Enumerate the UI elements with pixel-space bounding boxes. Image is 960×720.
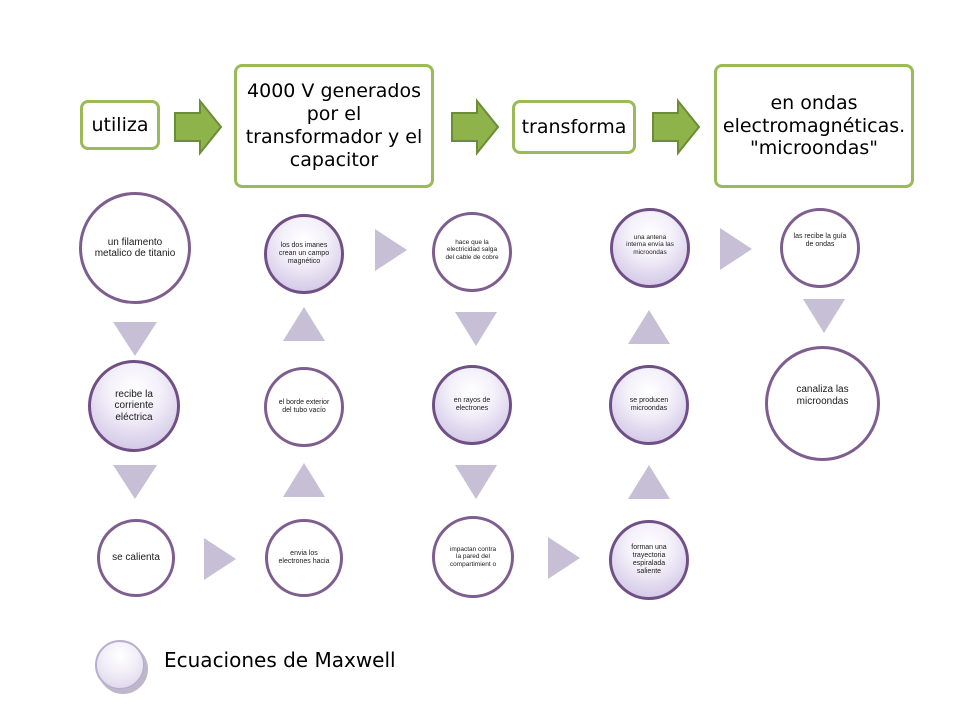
triangle-down-icon	[455, 465, 497, 499]
flow-box-utiliza: utiliza	[80, 100, 160, 150]
triangle-down-icon	[455, 312, 497, 346]
triangle-down-icon	[113, 465, 157, 499]
circle-recibe-corriente: recibe la corriente eléctrica	[88, 360, 180, 452]
triangle-right-icon	[720, 228, 752, 270]
circle-se-calienta-text: se calienta	[112, 552, 160, 564]
circle-filamento-text: un filamento metalico de titanio	[94, 236, 176, 260]
flow-arrow-3-icon	[652, 98, 701, 156]
flow-arrow-2-icon	[451, 98, 500, 156]
flow-box-microondas: en ondas electromagnéticas. "microondas"	[714, 64, 914, 188]
triangle-up-icon	[283, 463, 325, 497]
circle-canaliza-microondas-text: canaliza las microondas	[796, 384, 849, 407]
flow-box-microondas-text: en ondas electromagnéticas. "microondas"	[722, 91, 906, 160]
circle-antena-interna: una antena interna envía las microondas	[610, 208, 690, 288]
circle-recibe-corriente-text: recibe la corriente eléctrica	[114, 388, 154, 423]
circle-trayectoria-espiral: forman una trayectoria espiralada salien…	[609, 520, 689, 600]
triangle-right-icon	[548, 537, 580, 579]
circle-filamento: un filamento metalico de titanio	[79, 192, 191, 304]
legend-label: Ecuaciones de Maxwell	[164, 648, 396, 672]
flow-box-utiliza-text: utiliza	[91, 114, 149, 136]
circle-borde-tubo-text: el borde exterior del tubo vacío	[278, 398, 330, 414]
flow-box-voltage: 4000 V generados por el transformador y …	[234, 64, 434, 188]
flow-box-transforma-text: transforma	[521, 116, 627, 138]
flow-arrow-1-icon	[174, 98, 223, 156]
circle-trayectoria-espiral-text: forman una trayectoria espiralada salien…	[631, 543, 667, 576]
triangle-right-icon	[375, 229, 407, 271]
circle-impactan-pared-text: impactan contra la pared del compartimie…	[449, 545, 497, 568]
triangle-down-icon	[113, 322, 157, 356]
triangle-up-icon	[283, 307, 325, 341]
circle-rayos-electrones-text: en rayos de electrones	[453, 396, 491, 412]
circle-electricidad-cobre-text: hace que la electricidad salga del cable…	[445, 238, 499, 261]
circle-guia-ondas-text: las recibe la guía de ondas	[793, 232, 847, 248]
flow-box-voltage-text: 4000 V generados por el transformador y …	[245, 80, 423, 171]
circle-rayos-electrones: en rayos de electrones	[432, 365, 512, 445]
circle-producen-microondas: se producen microondas	[609, 365, 689, 445]
triangle-down-icon	[803, 299, 845, 333]
circle-producen-microondas-text: se producen microondas	[629, 396, 669, 412]
circle-canaliza-microondas: canaliza las microondas	[765, 346, 880, 461]
circle-borde-tubo: el borde exterior del tubo vacío	[264, 367, 344, 447]
circle-imanes-text: los dos imanes crean un campo magnético	[278, 241, 330, 266]
circle-envia-electrones: envia los electrones hacia	[265, 519, 343, 597]
circle-se-calienta: se calienta	[97, 519, 175, 597]
circle-envia-electrones-text: envia los electrones hacia	[278, 549, 330, 565]
circle-electricidad-cobre: hace que la electricidad salga del cable…	[432, 212, 512, 292]
legend-circle-icon	[95, 640, 145, 690]
triangle-up-icon	[628, 310, 670, 344]
circle-guia-ondas: las recibe la guía de ondas	[780, 208, 860, 288]
circle-imanes: los dos imanes crean un campo magnético	[264, 214, 344, 294]
flow-box-transforma: transforma	[512, 100, 636, 154]
circle-antena-interna-text: una antena interna envía las microondas	[626, 233, 674, 256]
triangle-up-icon	[628, 465, 670, 499]
circle-impactan-pared: impactan contra la pared del compartimie…	[432, 516, 514, 598]
triangle-right-icon	[204, 538, 236, 580]
